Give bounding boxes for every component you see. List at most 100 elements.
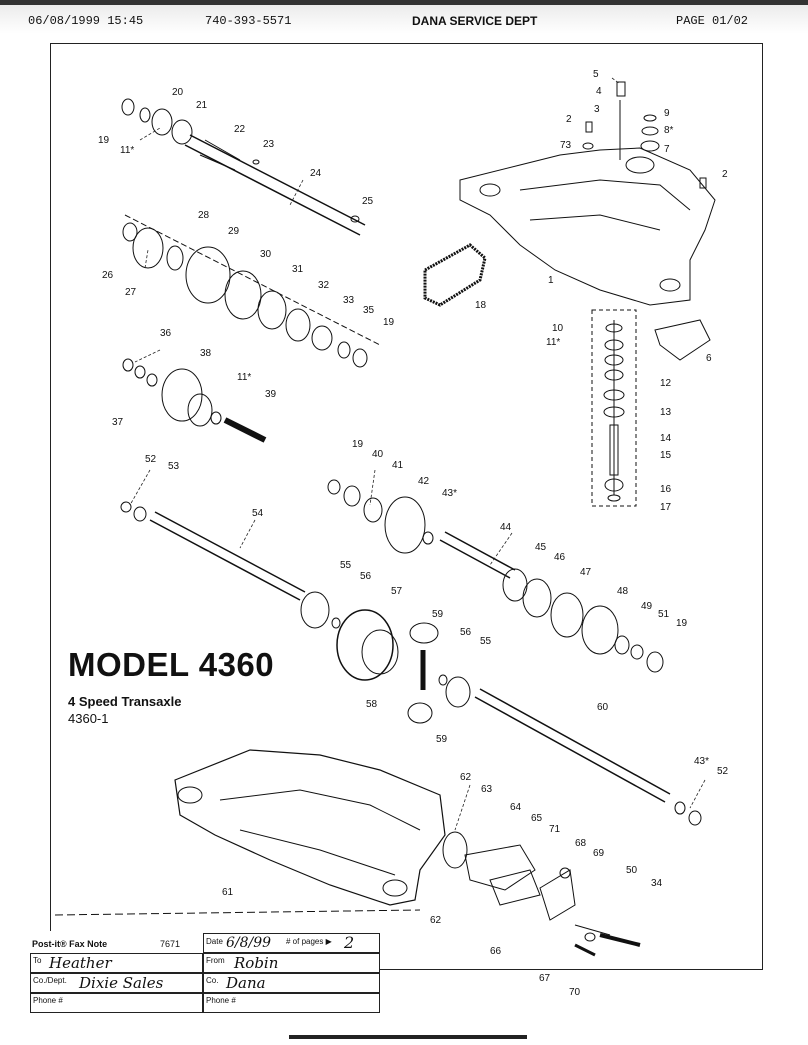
callout-13: 13 <box>660 407 672 418</box>
postit-codept-cell: Co./Dept. Dixie Sales <box>30 973 203 993</box>
callout-69: 69 <box>593 848 605 859</box>
callout-48: 48 <box>617 586 629 597</box>
postit-fax-note: Post-it® Fax Note 7671 Date 6/8/99 # of … <box>30 931 380 1013</box>
postit-phone2-cell: Phone # <box>203 993 380 1013</box>
callout-25: 25 <box>362 196 374 207</box>
callout-39: 39 <box>265 389 277 400</box>
callout-19a: 19 <box>98 135 110 146</box>
callout-63: 63 <box>481 784 493 795</box>
callout-67: 67 <box>539 973 551 984</box>
callout-1: 1 <box>548 275 554 286</box>
callout-19b: 19 <box>383 317 395 328</box>
postit-date-value: 6/8/99 <box>226 935 272 951</box>
callout-43a: 43* <box>442 488 457 499</box>
callout-12: 12 <box>660 378 672 389</box>
callout-27: 27 <box>125 287 137 298</box>
diagram-frame <box>50 43 763 970</box>
callout-16: 16 <box>660 484 672 495</box>
fax-phone: 740-393-5571 <box>205 14 292 28</box>
callout-47: 47 <box>580 567 592 578</box>
fax-top-bar <box>0 0 808 5</box>
upper-housing <box>459 147 716 306</box>
callout-20: 20 <box>172 87 184 98</box>
callout-35: 35 <box>363 305 375 316</box>
callout-37: 37 <box>112 417 124 428</box>
model-title: MODEL 4360 <box>68 646 275 683</box>
fax-header: 06/08/1999 15:45 740-393-5571 DANA SERVI… <box>0 0 808 34</box>
model-subtitle: 4 Speed Transaxle <box>68 694 182 709</box>
postit-phone-label: Phone # <box>33 996 63 1005</box>
callout-4: 4 <box>596 86 602 97</box>
callout-2b: 2 <box>722 169 728 180</box>
callout-11b: 11* <box>237 372 251 383</box>
callout-19d: 19 <box>676 618 688 629</box>
postit-date-label: Date <box>206 937 223 946</box>
postit-pages-value: 2 <box>344 933 355 952</box>
callout-32: 32 <box>318 280 330 291</box>
callout-38: 38 <box>200 348 212 359</box>
callout-33: 33 <box>343 295 355 306</box>
callout-57: 57 <box>391 586 403 597</box>
callout-62b: 62 <box>430 915 442 926</box>
postit-phone2-label: Phone # <box>206 996 236 1005</box>
callout-58: 58 <box>366 699 378 710</box>
callout-52a: 52 <box>145 454 157 465</box>
model-number: 4360-1 <box>68 711 109 726</box>
chain <box>423 243 487 307</box>
postit-from-label: From <box>206 956 225 965</box>
callout-15: 15 <box>660 450 672 461</box>
callout-66: 66 <box>490 946 502 957</box>
callout-41: 41 <box>392 460 404 471</box>
fax-sender: DANA SERVICE DEPT <box>412 14 538 28</box>
callout-62a: 62 <box>460 772 472 783</box>
callout-59a: 59 <box>432 609 444 620</box>
callout-46: 46 <box>554 552 566 563</box>
postit-date-cell: Date 6/8/99 # of pages ▶ 2 <box>203 933 380 953</box>
callout-11c: 11* <box>546 337 560 348</box>
postit-codept-value: Dixie Sales <box>79 974 164 992</box>
callout-11a: 11* <box>120 145 134 156</box>
postit-to-value: Heather <box>49 954 112 972</box>
callout-55a: 55 <box>340 560 352 571</box>
callout-52b: 52 <box>717 766 729 777</box>
callout-73: 73 <box>560 140 572 151</box>
callout-10: 10 <box>552 323 564 334</box>
callout-29: 29 <box>228 226 240 237</box>
callout-60: 60 <box>597 702 609 713</box>
callout-28: 28 <box>198 210 210 221</box>
callout-51: 51 <box>658 609 670 620</box>
callout-5: 5 <box>593 69 599 80</box>
postit-co-label: Co. <box>206 976 219 985</box>
postit-brand: Post-it® Fax Note <box>32 939 108 949</box>
callout-6: 6 <box>706 353 712 364</box>
callout-3: 3 <box>594 104 600 115</box>
postit-from-cell: From Robin <box>203 953 380 973</box>
callout-59b: 59 <box>436 734 448 745</box>
callout-14: 14 <box>660 433 672 444</box>
postit-co-value: Dana <box>226 974 266 992</box>
callout-64: 64 <box>510 802 522 813</box>
callout-68: 68 <box>575 838 587 849</box>
callout-70: 70 <box>569 987 581 998</box>
callout-23: 23 <box>263 139 275 150</box>
callout-26: 26 <box>102 270 114 281</box>
postit-from-value: Robin <box>234 954 279 972</box>
postit-code: 7671 <box>160 939 181 949</box>
callout-8: 8* <box>664 125 674 136</box>
callout-42: 42 <box>418 476 430 487</box>
callout-9: 9 <box>664 108 670 119</box>
callout-71: 71 <box>549 824 561 835</box>
callout-65: 65 <box>531 813 543 824</box>
callout-7: 7 <box>664 144 670 155</box>
postit-phone-cell: Phone # <box>30 993 203 1013</box>
callout-36: 36 <box>160 328 172 339</box>
fax-page: PAGE 01/02 <box>676 14 749 28</box>
postit-to-cell: To Heather <box>30 953 203 973</box>
callout-18: 18 <box>475 300 487 311</box>
callout-34: 34 <box>651 878 663 889</box>
callout-45: 45 <box>535 542 547 553</box>
lower-housing <box>174 749 446 906</box>
callout-61: 61 <box>222 887 234 898</box>
postit-pages-label: # of pages ▶ <box>286 937 332 946</box>
